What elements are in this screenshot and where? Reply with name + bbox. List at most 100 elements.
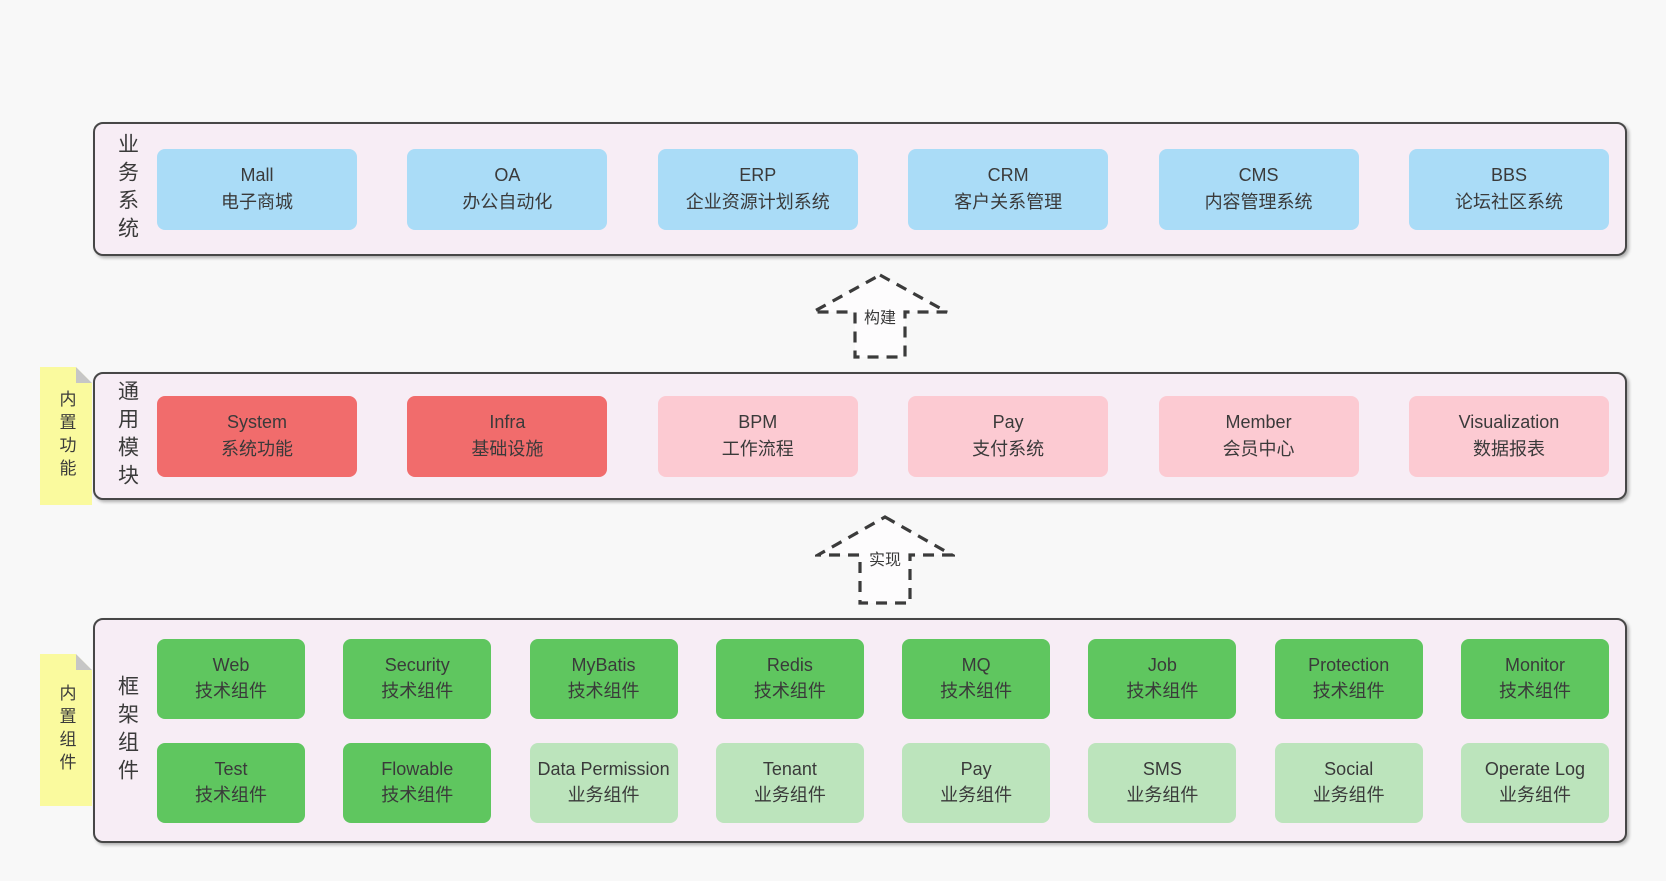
box-name: Protection [1308, 655, 1390, 676]
box-operate-log: Operate Log 业务组件 [1460, 742, 1609, 823]
box-sms: SMS 业务组件 [1088, 742, 1237, 823]
box-desc: 电子商城 [221, 192, 293, 212]
box-desc: 系统功能 [221, 439, 293, 459]
box-name: MyBatis [571, 655, 636, 676]
box-name: Data Permission [537, 759, 670, 780]
box-social: Social 业务组件 [1274, 742, 1423, 823]
box-desc: 技术组件 [1126, 680, 1199, 701]
box-desc: 企业资源计划系统 [685, 192, 830, 212]
box-name: Pay [992, 412, 1024, 432]
box-oa: OA 办公自动化 [407, 148, 608, 230]
box-name: Pay [960, 759, 992, 780]
box-mybatis: MyBatis 技术组件 [529, 638, 678, 719]
box-name: Redis [766, 655, 813, 676]
box-name: System [226, 412, 287, 432]
framework-components-side-label: 框架组件 [115, 674, 139, 787]
business-systems-panel: 业务系统 Mall 电子商城 OA 办公自动化 ERP 企业资源计划系统 CRM… [93, 122, 1627, 256]
box-name: Mall [240, 165, 274, 185]
box-desc: 技术组件 [567, 680, 640, 701]
box-name: Flowable [381, 759, 454, 780]
common-modules-row: System 系统功能 Infra 基础设施 BPM 工作流程 Pay 支付系统… [145, 395, 1625, 477]
box-desc: 数据报表 [1472, 439, 1545, 459]
common-modules-side-label: 通用模块 [115, 380, 139, 492]
box-mall: Mall 电子商城 [157, 148, 357, 230]
box-name: Visualization [1458, 412, 1560, 432]
box-desc: 技术组件 [753, 680, 826, 701]
built-in-components-sticky: 内置组件 [40, 654, 92, 806]
box-name: Infra [489, 412, 526, 432]
box-name: Member [1225, 412, 1292, 432]
box-flowable: Flowable 技术组件 [343, 742, 492, 823]
box-pay-module: Pay 支付系统 [908, 395, 1109, 477]
box-desc: 业务组件 [1312, 784, 1385, 805]
box-name: Social [1324, 759, 1374, 780]
box-name: OA [494, 165, 521, 185]
box-name: SMS [1142, 759, 1182, 780]
box-security: Security 技术组件 [343, 638, 492, 719]
implement-arrow-label: 实现 [865, 545, 905, 571]
business-systems-side-label: 业务系统 [115, 133, 139, 245]
box-name: Operate Log [1484, 759, 1585, 780]
box-erp: ERP 企业资源计划系统 [657, 148, 858, 230]
box-name: Web [212, 655, 250, 676]
box-name: CMS [1238, 165, 1279, 185]
box-desc: 支付系统 [972, 439, 1045, 459]
box-name: Job [1147, 655, 1177, 676]
box-desc: 业务组件 [940, 784, 1013, 805]
built-in-features-label: 内置功能 [56, 390, 76, 482]
common-modules-panel: 通用模块 System 系统功能 Infra 基础设施 BPM 工作流程 Pay… [93, 372, 1627, 500]
box-name: MQ [961, 655, 991, 676]
box-crm: CRM 客户关系管理 [908, 148, 1109, 230]
box-desc: 业务组件 [1498, 784, 1571, 805]
box-data-permission: Data Permission 业务组件 [529, 742, 678, 823]
box-desc: 客户关系管理 [954, 192, 1063, 212]
box-name: BBS [1490, 165, 1527, 185]
box-system: System 系统功能 [157, 395, 357, 477]
box-desc: 内容管理系统 [1204, 192, 1313, 212]
box-protection: Protection 技术组件 [1274, 638, 1423, 719]
box-pay-component: Pay 业务组件 [902, 742, 1051, 823]
box-desc: 工作流程 [721, 439, 794, 459]
box-job: Job 技术组件 [1088, 638, 1237, 719]
box-desc: 技术组件 [195, 784, 267, 805]
box-bbs: BBS 论坛社区系统 [1408, 148, 1609, 230]
box-monitor: Monitor 技术组件 [1460, 638, 1609, 719]
box-cms: CMS 内容管理系统 [1158, 148, 1359, 230]
box-name: Tenant [762, 759, 817, 780]
box-desc: 业务组件 [1126, 784, 1199, 805]
build-up-arrow-icon: 构建 [810, 272, 950, 360]
box-desc: 基础设施 [471, 439, 544, 459]
built-in-features-sticky: 内置功能 [40, 367, 92, 505]
sticky-fold-icon [76, 367, 92, 383]
box-name: BPM [738, 412, 778, 432]
box-infra: Infra 基础设施 [407, 395, 608, 477]
box-web: Web 技术组件 [157, 638, 305, 719]
box-desc: 业务组件 [567, 784, 640, 805]
framework-components-panel: 框架组件 Web 技术组件 Security 技术组件 MyBatis 技术组件… [93, 618, 1627, 843]
box-name: Monitor [1504, 655, 1565, 676]
box-visualization: Visualization 数据报表 [1408, 395, 1609, 477]
box-desc: 办公自动化 [462, 192, 553, 212]
box-redis: Redis 技术组件 [715, 638, 864, 719]
box-desc: 技术组件 [940, 680, 1013, 701]
build-arrow-label: 构建 [860, 303, 900, 329]
box-desc: 会员中心 [1222, 439, 1295, 459]
built-in-components-label: 内置组件 [56, 684, 76, 776]
box-name: Test [214, 759, 248, 780]
box-bpm: BPM 工作流程 [657, 395, 858, 477]
box-tenant: Tenant 业务组件 [715, 742, 864, 823]
box-desc: 技术组件 [1312, 680, 1385, 701]
box-desc: 业务组件 [753, 784, 826, 805]
box-test: Test 技术组件 [157, 742, 305, 823]
box-desc: 论坛社区系统 [1454, 192, 1563, 212]
framework-components-grid: Web 技术组件 Security 技术组件 MyBatis 技术组件 Redi… [145, 638, 1625, 823]
box-desc: 技术组件 [195, 680, 267, 701]
box-desc: 技术组件 [381, 784, 454, 805]
sticky-fold-icon [76, 654, 92, 670]
implement-up-arrow-icon: 实现 [815, 514, 955, 606]
box-member: Member 会员中心 [1158, 395, 1359, 477]
box-name: ERP [739, 165, 777, 185]
box-name: Security [384, 655, 450, 676]
box-name: CRM [987, 165, 1029, 185]
business-systems-row: Mall 电子商城 OA 办公自动化 ERP 企业资源计划系统 CRM 客户关系… [145, 148, 1625, 230]
